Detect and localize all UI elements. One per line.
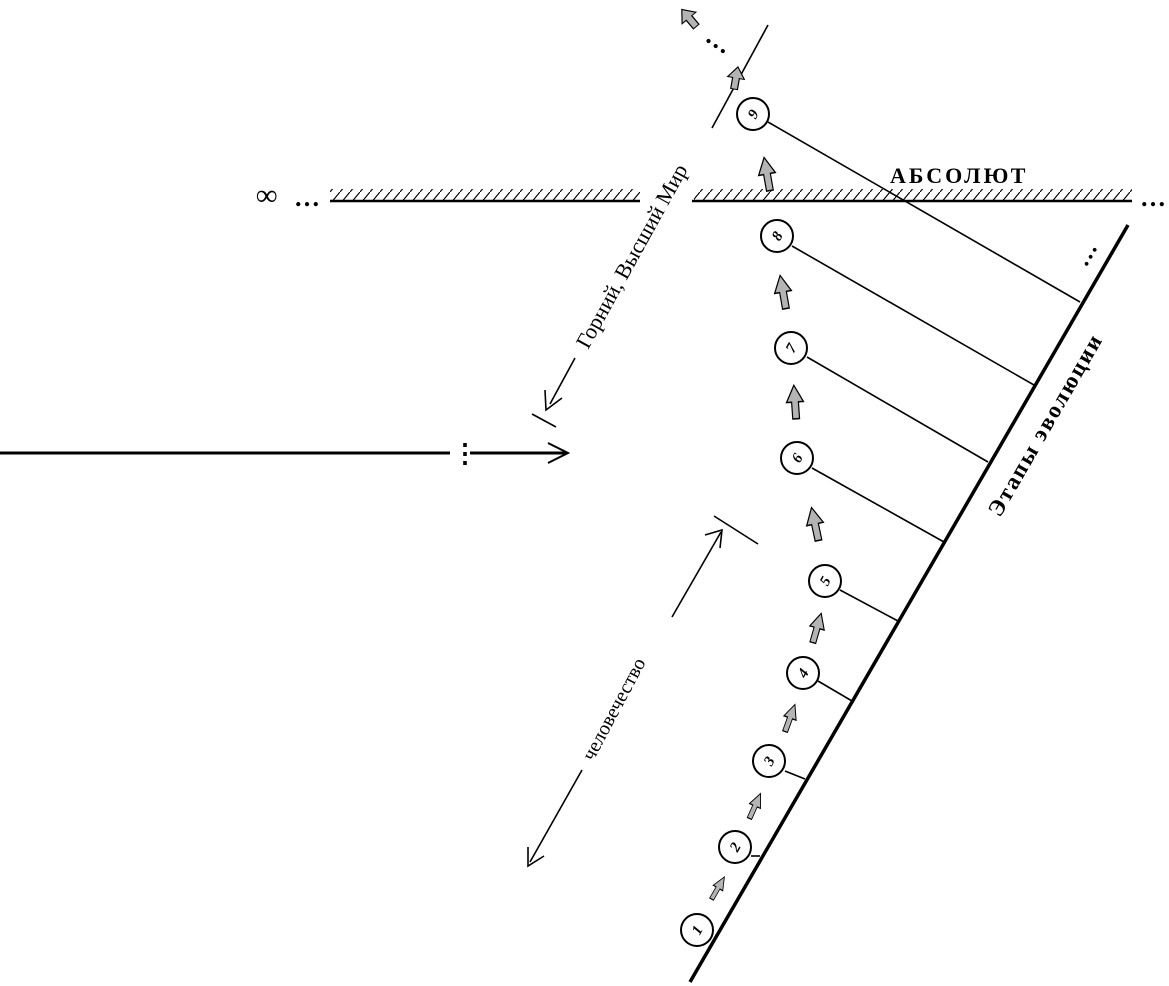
up-arrow-icon <box>781 703 797 734</box>
evolution-axis-dots: … <box>1069 237 1104 271</box>
humanity-bracket <box>527 515 759 868</box>
infinity-symbol: ∞ <box>256 179 277 212</box>
stage-2: 2 <box>718 830 752 864</box>
horizontal-line-dots: ⋮ <box>452 439 478 468</box>
up-arrow-icon <box>773 274 793 310</box>
stage-connector-4 <box>817 680 853 702</box>
higher-world-label: Горний, Высший Мир <box>571 160 693 353</box>
up-arrow-icon <box>757 156 777 192</box>
stage-connector-6 <box>811 467 945 543</box>
stage-connector-9 <box>767 121 1081 303</box>
stage-5: 5 <box>808 564 842 598</box>
absolute-dots-right: … <box>1140 183 1166 212</box>
stage-6: 6 <box>780 441 814 475</box>
stage-9: 9 <box>736 97 770 131</box>
absolute-label: АБСОЛЮТ <box>890 163 1028 188</box>
stage-1: 1 <box>680 913 714 947</box>
stage-connector-7 <box>806 356 989 463</box>
humanity-label: человечество <box>578 654 650 764</box>
up-arrow-icon <box>709 875 725 901</box>
evolution-stages-label: Этапы эволюции <box>983 329 1108 521</box>
up-arrow-icon <box>785 383 805 420</box>
transition-arrows <box>681 8 825 901</box>
stage-connectors <box>751 121 1081 857</box>
stage-circles: 1 2 3 4 5 6 7 8 <box>680 97 842 947</box>
top-continuation-dots: … <box>701 21 739 60</box>
absolute-dots-left: … <box>294 183 320 212</box>
stage-connector-5 <box>839 589 899 622</box>
up-arrow-icon <box>805 506 825 542</box>
up-arrow-icon <box>808 612 825 645</box>
stage-connector-3 <box>784 770 806 780</box>
stage-8: 8 <box>760 219 794 253</box>
up-arrow-icon <box>746 792 761 821</box>
horizontal-line <box>0 442 571 464</box>
up-arrow-icon <box>681 8 700 30</box>
stage-3: 3 <box>752 744 786 778</box>
stage-4: 4 <box>786 656 820 690</box>
evolution-axis <box>688 224 1130 983</box>
absolute-boundary <box>330 189 1132 203</box>
up-arrow-icon <box>726 66 746 91</box>
stage-connector-8 <box>791 245 1035 386</box>
stage-7: 7 <box>774 331 808 365</box>
